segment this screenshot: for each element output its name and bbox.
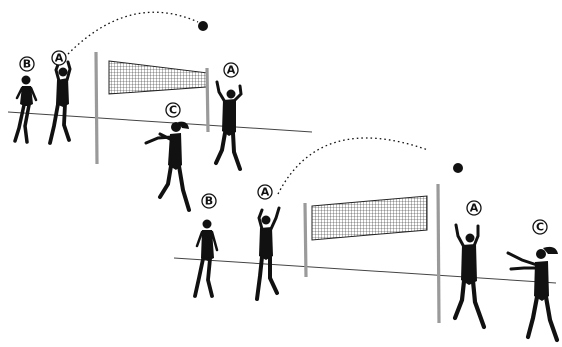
label-bottom-a-left-text: A <box>261 186 270 199</box>
label-top-a-right-text: A <box>227 64 236 77</box>
top-player-c <box>146 122 189 210</box>
label-top-a-right: A <box>224 63 238 77</box>
top-net <box>109 61 208 94</box>
label-top-a-left-text: A <box>55 52 64 65</box>
top-net-pole-left <box>96 52 97 164</box>
bottom-player-a-right <box>455 225 484 327</box>
bottom-court <box>174 138 558 340</box>
bottom-net-pole-left <box>305 203 306 277</box>
bottom-net <box>312 196 427 240</box>
label-bottom-a-right: A <box>467 201 481 215</box>
bottom-player-b <box>195 220 217 297</box>
label-bottom-a-right-text: A <box>470 202 479 215</box>
label-bottom-b: B <box>202 194 216 208</box>
label-bottom-b-text: B <box>205 195 213 208</box>
bottom-player-c <box>508 247 558 340</box>
label-bottom-a-left: A <box>258 185 272 199</box>
top-ball <box>198 21 208 31</box>
bottom-ball <box>453 163 463 173</box>
label-top-c-text: C <box>169 104 177 117</box>
label-bottom-c-text: C <box>536 221 544 234</box>
label-bottom-c: C <box>533 220 547 234</box>
label-top-c: C <box>166 103 180 117</box>
bottom-net-pole-right <box>438 184 439 323</box>
label-top-b: B <box>20 57 34 71</box>
bottom-player-a-left <box>257 208 279 299</box>
label-top-a-left: A <box>52 51 66 65</box>
top-player-a-left <box>50 62 70 143</box>
top-player-b <box>15 76 36 143</box>
bottom-ground-line <box>174 258 556 283</box>
bottom-ball-trajectory <box>278 138 428 194</box>
top-ball-trajectory <box>68 12 198 54</box>
top-court <box>8 12 312 210</box>
top-net-pole-right <box>207 68 208 132</box>
label-top-b-text: B <box>23 58 31 71</box>
